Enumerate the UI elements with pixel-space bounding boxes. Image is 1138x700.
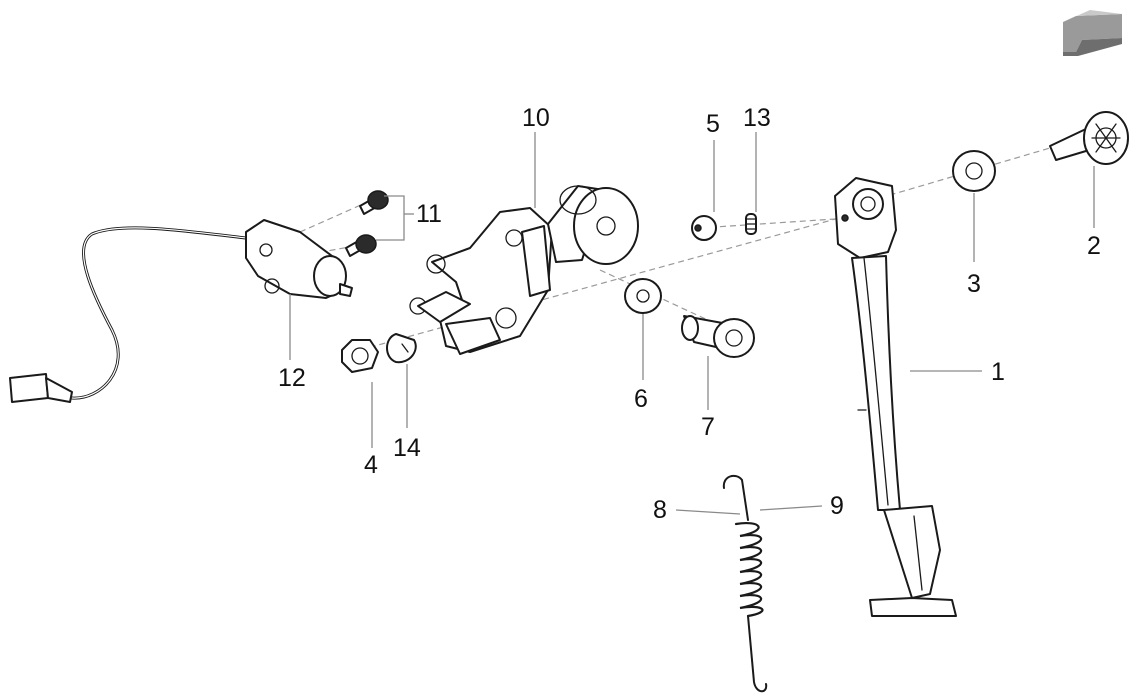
screw-part-11-upper bbox=[359, 190, 389, 215]
return-spring-part-8-9 bbox=[722, 474, 768, 693]
screw-part-11-lower bbox=[345, 234, 377, 257]
shoulder-bolt-part-7 bbox=[681, 315, 755, 358]
washer-part-6 bbox=[624, 278, 662, 314]
callout-7: 7 bbox=[701, 413, 715, 441]
callout-10: 10 bbox=[522, 104, 550, 132]
callout-12: 12 bbox=[278, 364, 306, 392]
callout-1: 1 bbox=[991, 358, 1005, 386]
callout-14: 14 bbox=[393, 434, 421, 462]
callout-2: 2 bbox=[1087, 232, 1101, 260]
callout-9: 9 bbox=[830, 492, 844, 520]
leader-lines bbox=[289, 132, 1095, 515]
spring-pin-part-13 bbox=[745, 213, 757, 235]
assembly-axis-lines bbox=[299, 147, 1051, 351]
callout-4: 4 bbox=[364, 451, 378, 479]
stand-switch-part-12 bbox=[9, 219, 353, 403]
switch-bracket-part-10 bbox=[409, 185, 639, 355]
callout-13: 13 bbox=[743, 104, 771, 132]
callout-5: 5 bbox=[706, 110, 720, 138]
lock-washer-part-14 bbox=[386, 333, 417, 364]
callout-8: 8 bbox=[653, 496, 667, 524]
orientation-arrow-icon bbox=[1063, 10, 1122, 56]
small-bolt-part-5 bbox=[691, 215, 717, 241]
side-stand-part bbox=[834, 177, 957, 617]
pivot-bolt-part bbox=[1049, 111, 1129, 165]
callout-6: 6 bbox=[634, 385, 648, 413]
callout-11: 11 bbox=[416, 200, 442, 228]
hex-nut-part-4 bbox=[341, 339, 379, 373]
callout-3: 3 bbox=[967, 270, 981, 298]
washer-part-3 bbox=[952, 150, 996, 192]
